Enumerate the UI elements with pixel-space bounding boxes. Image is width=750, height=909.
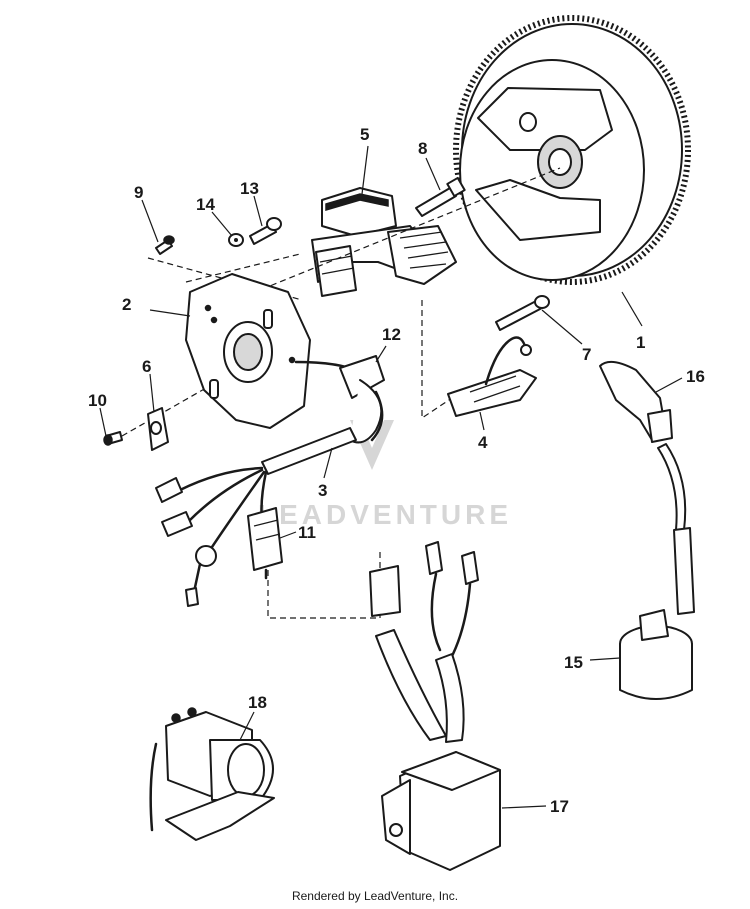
armature-coil [311, 187, 457, 297]
screw-13 [249, 217, 282, 245]
flywheel [453, 15, 691, 285]
callout-13: 13 [240, 179, 259, 198]
screw-9 [155, 235, 175, 255]
screw-10 [103, 431, 123, 446]
clamp-6 [147, 407, 169, 451]
callout-9: 9 [134, 183, 143, 202]
callout-8: 8 [418, 139, 427, 158]
solenoid-18 [149, 707, 275, 841]
callout-1: 1 [636, 333, 645, 352]
ignition-coil-15 [599, 360, 695, 700]
callout-16: 16 [686, 367, 705, 386]
callout-7: 7 [582, 345, 591, 364]
trigger-4 [447, 336, 537, 417]
callout-labels: 1 2 3 4 5 6 7 8 9 10 11 12 13 14 15 16 1… [88, 125, 705, 816]
callout-3: 3 [318, 481, 327, 500]
watermark-text: LEADVENTURE [258, 499, 512, 530]
lead-connector-12 [294, 355, 385, 444]
callout-6: 6 [142, 357, 151, 376]
callout-12: 12 [382, 325, 401, 344]
callout-2: 2 [122, 295, 131, 314]
wire-harness [155, 427, 357, 607]
callout-14: 14 [196, 195, 215, 214]
callout-15: 15 [564, 653, 583, 672]
callout-4: 4 [478, 433, 488, 452]
connector-11 [247, 507, 283, 580]
footer-credit: Rendered by LeadVenture, Inc. [291, 889, 459, 903]
callout-10: 10 [88, 391, 107, 410]
callout-17: 17 [550, 797, 569, 816]
leader-lines [99, 145, 683, 809]
washer-14 [228, 233, 244, 247]
watermark: LEADVENTURE [258, 420, 512, 530]
callout-5: 5 [360, 125, 369, 144]
cdi-module-17 [369, 541, 501, 871]
screw-8 [415, 176, 466, 217]
bolt-7 [495, 295, 550, 331]
callout-18: 18 [248, 693, 267, 712]
back-plate [185, 273, 311, 429]
callout-11: 11 [298, 523, 316, 542]
